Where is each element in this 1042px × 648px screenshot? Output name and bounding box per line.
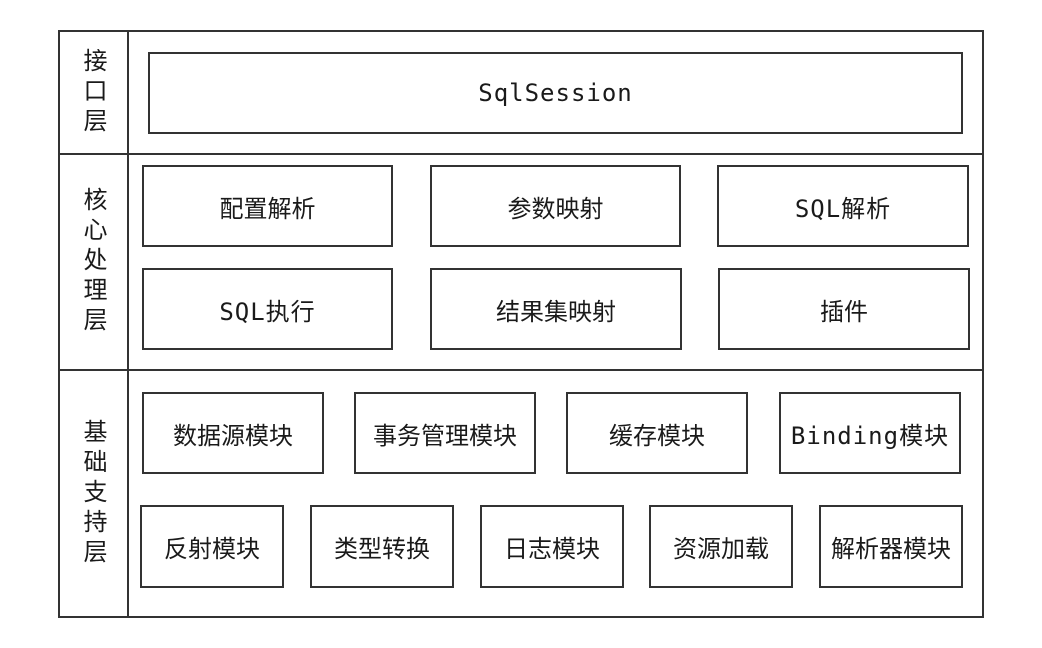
sql-execute-box: SQL执行 — [142, 268, 393, 350]
reflection-module-box: 反射模块 — [140, 505, 284, 588]
sqlsession-box: SqlSession — [148, 52, 963, 134]
parser-module-box: 解析器模块 — [819, 505, 963, 588]
architecture-frame — [58, 30, 984, 618]
label-column-divider — [127, 30, 129, 618]
config-parse-box: 配置解析 — [142, 165, 393, 247]
sql-parse-box: SQL解析 — [717, 165, 969, 247]
resource-loading-box: 资源加载 — [649, 505, 793, 588]
plugin-box: 插件 — [718, 268, 970, 350]
interface-layer-label: 接口层 — [79, 47, 107, 138]
datasource-module-box: 数据源模块 — [142, 392, 324, 474]
layer-divider-1 — [58, 153, 984, 155]
layer-divider-2 — [58, 369, 984, 371]
param-mapping-box: 参数映射 — [430, 165, 681, 247]
core-layer-label: 核心处理层 — [79, 187, 107, 337]
binding-module-box: Binding模块 — [779, 392, 961, 474]
resultset-mapping-box: 结果集映射 — [430, 268, 682, 350]
logging-module-box: 日志模块 — [480, 505, 624, 588]
transaction-module-box: 事务管理模块 — [354, 392, 536, 474]
type-conversion-box: 类型转换 — [310, 505, 454, 588]
support-layer-label: 基础支持层 — [79, 418, 107, 569]
cache-module-box: 缓存模块 — [566, 392, 748, 474]
